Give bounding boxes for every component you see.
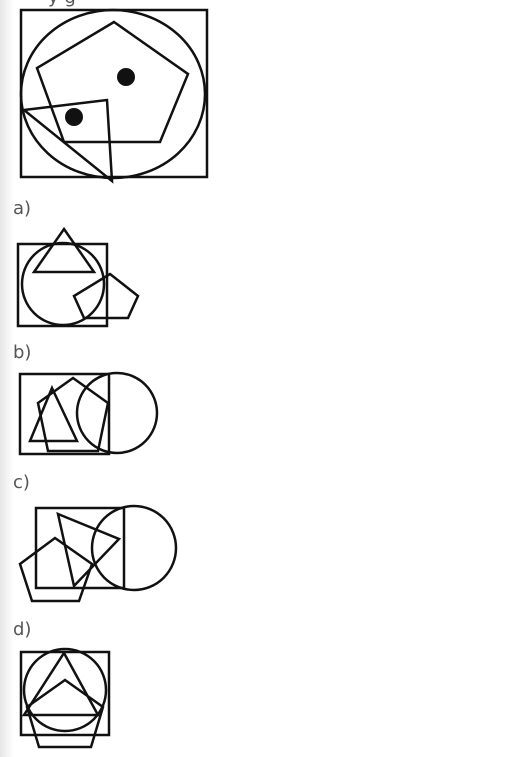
option-a-circle	[22, 243, 104, 325]
page-edge-shadow	[0, 0, 14, 757]
option-c-triangle	[58, 514, 119, 586]
option-b-pentagon	[38, 378, 108, 451]
option-a-figure[interactable]	[0, 220, 180, 335]
option-a-triangle	[34, 229, 94, 272]
option-d-figure[interactable]	[0, 645, 180, 755]
option-c-circle	[92, 506, 176, 590]
option-b-figure[interactable]	[0, 365, 180, 460]
option-c-label: c)	[13, 472, 30, 493]
option-d-triangle	[24, 653, 98, 715]
question-triangle	[24, 100, 112, 181]
question-text-fragment: y g	[48, 0, 76, 8]
question-dot-top	[117, 68, 135, 86]
option-b-label: b)	[13, 342, 32, 363]
option-a-label: a)	[13, 198, 32, 219]
option-c-figure[interactable]	[0, 498, 200, 610]
option-b-circle	[77, 373, 157, 453]
question-pentagon	[37, 22, 188, 142]
option-d-circle	[24, 649, 106, 731]
question-dot-bottom	[65, 108, 83, 126]
option-a-pentagon	[74, 274, 138, 318]
option-b-triangle	[30, 388, 77, 441]
option-d-square	[21, 652, 109, 735]
option-d-pentagon	[27, 680, 103, 747]
question-figure	[0, 0, 260, 190]
option-b-square	[20, 374, 109, 454]
question-circle	[21, 10, 205, 178]
option-c-pentagon	[20, 538, 92, 601]
option-c-square	[36, 508, 124, 588]
option-d-label: d)	[13, 619, 32, 640]
